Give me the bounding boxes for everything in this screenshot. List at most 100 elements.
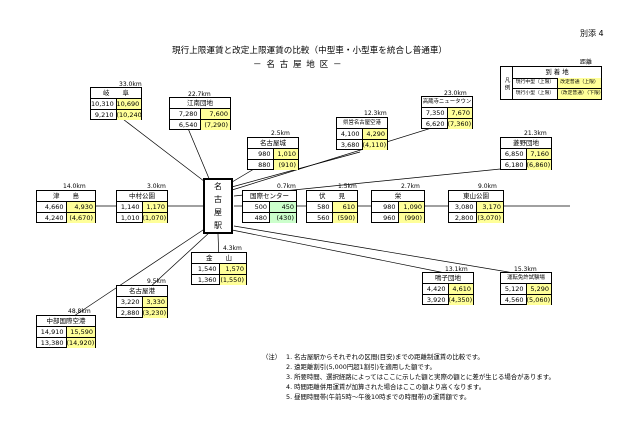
destination-name: 高蔵寺ニュータウン — [422, 97, 472, 108]
note-item: 4. 時間距離併用運賃が加算された場合はここの額より高くなります。 — [286, 383, 486, 391]
distance-sakae: 2.7km — [401, 183, 420, 190]
page-subtitle: － 名 古 屋 地 区 － — [253, 60, 343, 70]
new-fare: (1,550) — [218, 275, 246, 285]
distance-fushimi: 1.5km — [338, 183, 357, 190]
new-fare: 10,690 — [115, 99, 141, 109]
note-item: 2. 遠距離割引(5,000円超1割引)を適用した額です。 — [286, 363, 436, 371]
destination-name: 中村公園 — [117, 191, 167, 202]
destination-name: 県営名古屋空港 — [337, 118, 387, 129]
new-fare: (5,060) — [525, 295, 551, 305]
distance-tsushima: 14.0km — [63, 183, 86, 190]
new-fare: 3,330 — [141, 297, 167, 307]
current-fare: 2,800 — [454, 214, 474, 222]
distance-gifu: 33.0km — [119, 81, 142, 88]
current-fare: 560 — [317, 214, 330, 222]
new-fare: (10,240) — [115, 110, 141, 120]
current-fare: 3,680 — [340, 141, 360, 149]
legend: 凡 例 到 着 地 現行中型（上限） 改定普通（上限） 現行小型（上限） （改定… — [500, 66, 602, 100]
current-fare: 4,420 — [426, 285, 446, 293]
new-fare: (4,350) — [447, 295, 473, 305]
new-fare: 15,590 — [65, 327, 95, 337]
note-item: 3. 所要時間、選択経路によってはここに示した額と実際の額とに差が生じる場合があ… — [286, 373, 555, 381]
destination-name: 津 島 — [37, 191, 95, 202]
new-fare: 7,160 — [525, 149, 551, 159]
line-nagoya-port — [147, 231, 211, 290]
page-title: 現行上限運賃と改定上限運賃の比較（中型車・小型車を統合し普通車） — [172, 46, 448, 56]
distance-narumi: 13.1km — [445, 266, 468, 273]
new-fare: (4,110) — [361, 140, 387, 150]
station-char: 屋 — [214, 208, 222, 217]
destination-name: 運転免許試験場 — [501, 273, 551, 284]
new-fare: (3,070) — [475, 213, 503, 223]
new-fare: (990) — [397, 213, 424, 223]
current-fare: 4,660 — [44, 203, 64, 211]
new-fare: 7,600 — [199, 109, 230, 119]
current-fare: 13,380 — [40, 339, 64, 347]
station-char: 名 — [214, 182, 222, 191]
nagoya-station: 名 古 屋 駅 — [203, 178, 233, 234]
distance-kanayama: 4.3km — [223, 245, 242, 252]
current-fare: 1,140 — [120, 203, 140, 211]
new-fare: 1,170 — [141, 202, 167, 212]
notes-list: 1. 名古屋駅からそれぞれの区間(目安)までの距離制運賃の比較です。 2. 遠距… — [286, 352, 555, 402]
destination-name: 岐 阜 — [91, 88, 141, 99]
current-fare: 1,540 — [197, 265, 217, 273]
new-fare: (6,860) — [525, 160, 551, 170]
new-fare: 610 — [331, 202, 357, 212]
distance-nakamura: 3.0km — [147, 183, 166, 190]
current-fare: 3,920 — [426, 296, 446, 304]
destination-name: 名古屋港 — [117, 286, 167, 297]
new-fare: (430) — [269, 213, 296, 223]
new-fare: (14,920) — [65, 338, 95, 348]
distance-nagoya-port: 9.5km — [147, 278, 166, 285]
current-fare: 9,210 — [94, 111, 114, 119]
new-fare: 7,670 — [446, 108, 472, 118]
legend-new-lower: （改定普通）（下限） — [558, 89, 601, 99]
legend-new-upper: 改定普通（上限） — [558, 78, 601, 89]
current-fare: 6,620 — [425, 120, 445, 128]
new-fare: 450 — [269, 202, 296, 212]
current-fare: 980 — [258, 150, 271, 158]
new-fare: 1,010 — [272, 149, 298, 159]
distance-konan: 22.7km — [188, 91, 211, 98]
current-fare: 2,880 — [120, 309, 140, 317]
distance-kozoji: 23.0km — [444, 90, 467, 97]
line-centrair — [64, 227, 207, 323]
destination-name: 東山公園 — [449, 191, 503, 202]
new-fare: 3,170 — [475, 202, 503, 212]
current-fare: 480 — [254, 214, 267, 222]
destination-name: 江南団地 — [170, 98, 230, 109]
notes-label: （注） — [262, 353, 282, 361]
current-fare: 1,360 — [197, 276, 217, 284]
legend-distance-label: 距離 — [580, 59, 593, 66]
current-fare: 7,280 — [178, 110, 198, 118]
distance-nagoya-castle: 2.5km — [271, 130, 290, 137]
new-fare: (3,230) — [141, 308, 167, 318]
legend-side-label: 凡 例 — [501, 67, 513, 99]
current-fare: 6,180 — [504, 161, 524, 169]
distance-prefectural-airport: 12.3km — [364, 110, 387, 117]
current-fare: 4,560 — [504, 296, 524, 304]
distance-higashiyama: 9.0km — [478, 183, 497, 190]
line-narumi — [231, 229, 451, 275]
new-fare: (1,070) — [141, 213, 167, 223]
note-item: 5. 昼間時間帯(午前5時～午後10時までの時間帯)の運賃額です。 — [286, 393, 471, 401]
current-fare: 960 — [383, 214, 396, 222]
current-fare: 980 — [383, 203, 396, 211]
legend-current-small: 現行小型（上限） — [513, 89, 558, 99]
new-fare: 5,290 — [525, 284, 551, 294]
current-fare: 880 — [258, 161, 271, 169]
new-fare: (7,290) — [199, 120, 230, 130]
distance-ryokuchi: 21.3km — [524, 130, 547, 137]
